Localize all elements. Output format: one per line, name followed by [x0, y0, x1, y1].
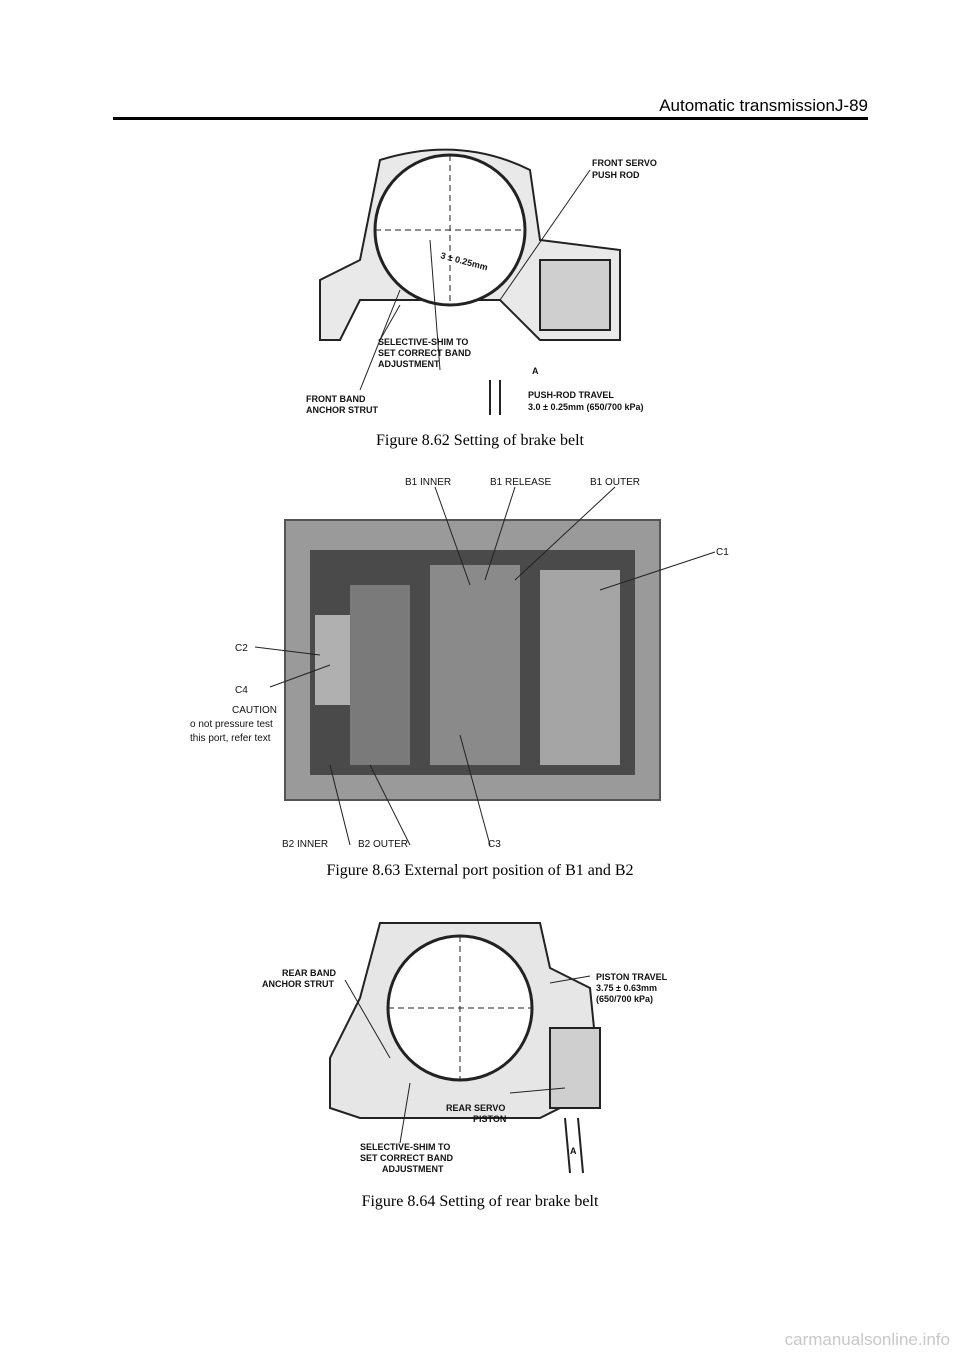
- label-rear-shim-2: SET CORRECT BAND: [360, 1153, 454, 1163]
- label-front-band: FRONT BAND: [306, 394, 366, 404]
- label-rear-shim-1: SELECTIVE-SHIM TO: [360, 1142, 450, 1152]
- label-a: A: [532, 366, 539, 376]
- label-rear-servo: REAR SERVO: [446, 1103, 505, 1113]
- label-rear-anchor-strut: ANCHOR STRUT: [262, 979, 334, 989]
- watermark: carmanualsonline.info: [784, 1330, 950, 1349]
- label-push-rod: PUSH ROD: [592, 170, 640, 180]
- label-piston-travel-pressure: (650/700 kPa): [596, 994, 653, 1004]
- label-anchor-strut: ANCHOR STRUT: [306, 405, 378, 415]
- label-b1-release: B1 RELEASE: [490, 477, 551, 488]
- label-caution-line2: o not pressure test: [190, 719, 273, 730]
- label-caution-line3: this port, refer text: [190, 733, 271, 744]
- figure-8-64-caption: Figure 8.64 Setting of rear brake belt: [361, 1193, 599, 1210]
- figure-8-63-caption: Figure 8.63 External port position of B1…: [326, 862, 634, 879]
- label-b1-outer: B1 OUTER: [590, 477, 640, 488]
- label-c3: C3: [488, 839, 501, 850]
- label-rear-shim-3: ADJUSTMENT: [382, 1164, 444, 1174]
- figure-8-62-caption: Figure 8.62 Setting of brake belt: [376, 432, 584, 449]
- label-front-servo: FRONT SERVO: [592, 158, 657, 168]
- label-rear-servo-piston: PISTON: [473, 1114, 506, 1124]
- label-rear-band: REAR BAND: [282, 968, 337, 978]
- page-header-title: Automatic transmissionJ-89: [659, 96, 868, 115]
- figure-valve-body-photo: B1 INNER B1 RELEASE B1 OUTER C1 C2 C4 CA…: [190, 477, 729, 850]
- label-c1: C1: [716, 547, 729, 558]
- label-piston-travel: PISTON TRAVEL: [596, 972, 668, 982]
- label-pushrod-travel-value: 3.0 ± 0.25mm (650/700 kPa): [528, 402, 644, 412]
- header-divider: [113, 117, 868, 120]
- label-b2-outer: B2 OUTER: [358, 839, 408, 850]
- figure-front-band-diagram: FRONT SERVO PUSH ROD 3 ± 0.25mm SELECTIV…: [306, 148, 657, 415]
- label-piston-travel-value: 3.75 ± 0.63mm: [596, 983, 657, 993]
- label-c2: C2: [235, 643, 248, 654]
- label-caution: CAUTION: [232, 705, 277, 716]
- label-b2-inner: B2 INNER: [282, 839, 328, 850]
- label-rear-a: A: [570, 1146, 577, 1156]
- label-b1-inner: B1 INNER: [405, 477, 451, 488]
- figure-rear-band-diagram: REAR BAND ANCHOR STRUT PISTON TRAVEL 3.7…: [262, 922, 668, 1174]
- label-shim-1: SELECTIVE-SHIM TO: [378, 337, 468, 347]
- label-shim-3: ADJUSTMENT: [378, 359, 440, 369]
- label-shim-2: SET CORRECT BAND: [378, 348, 472, 358]
- label-c4: C4: [235, 685, 248, 696]
- label-pushrod-travel: PUSH-ROD TRAVEL: [528, 390, 614, 400]
